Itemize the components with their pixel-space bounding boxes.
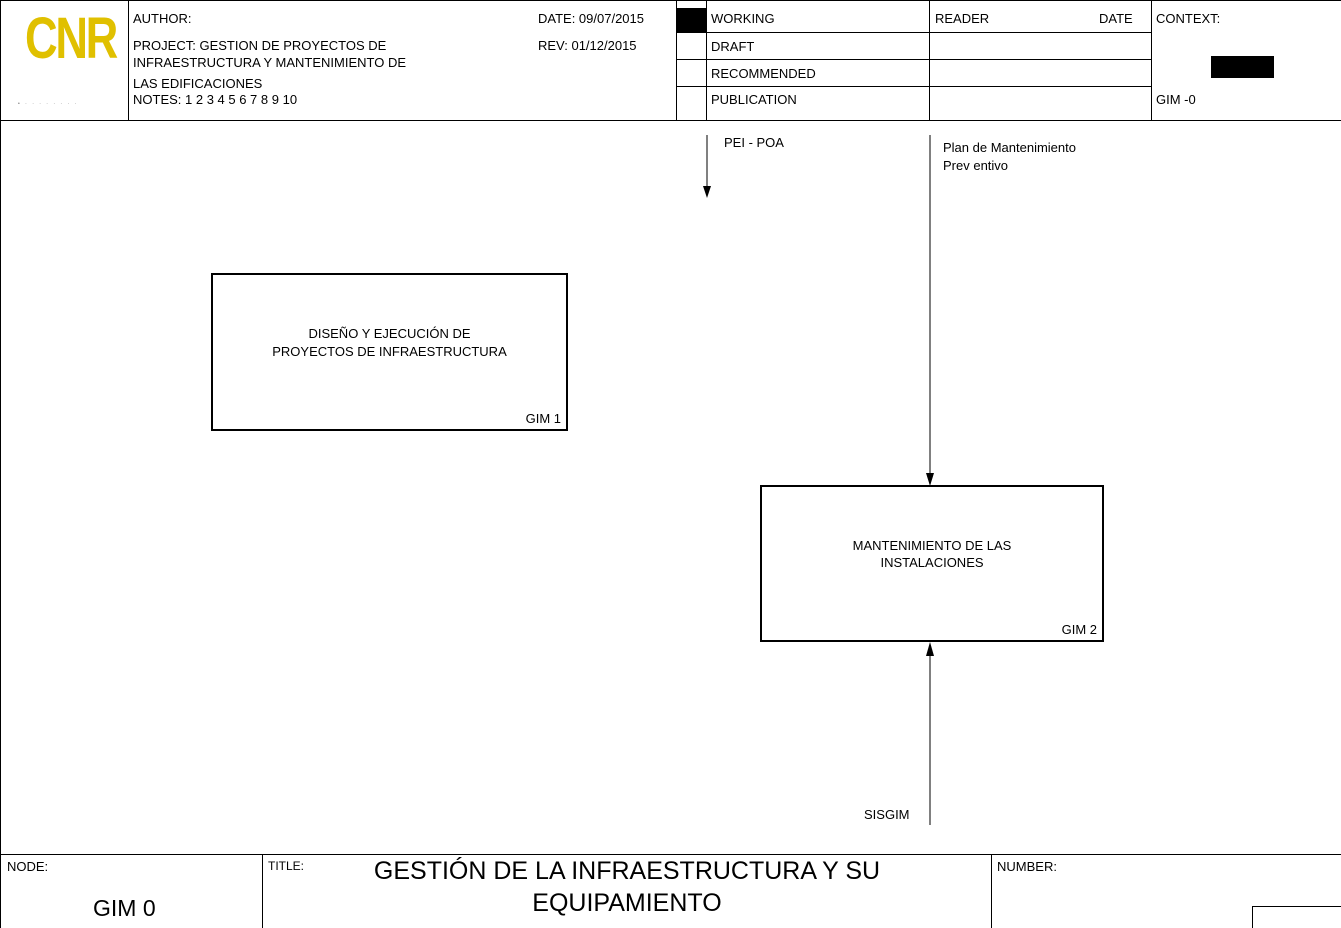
project-line-3: LAS EDIFICACIONES [133, 76, 263, 91]
project-line-1: PROJECT: GESTION DE PROYECTOS DE [133, 38, 387, 53]
context-marker [1211, 56, 1274, 78]
arrow-label-sisgim: SISGIM [864, 807, 910, 822]
box-gim2-label-2: INSTALACIONES [880, 555, 984, 570]
activity-box-gim2[interactable]: MANTENIMIENTO DE LAS INSTALACIONES GIM 2 [760, 485, 1104, 642]
status-recommended: RECOMMENDED [711, 66, 816, 81]
node-value: GIM 0 [93, 895, 156, 921]
context-label: CONTEXT: [1156, 11, 1221, 26]
date-field: DATE: 09/07/2015 [538, 11, 644, 26]
control-arrow-pei-poa-head [703, 186, 711, 198]
title-label: TITLE: [268, 859, 305, 873]
node-label: NODE: [7, 859, 49, 874]
title-line-1: GESTIÓN DE LA INFRAESTRUCTURA Y SU [373, 857, 881, 885]
status-working: WORKING [711, 11, 775, 26]
box-gim1-number: GIM 1 [525, 411, 561, 426]
rev-field: REV: 01/12/2015 [538, 38, 637, 53]
working-marker [677, 8, 706, 32]
context-code: GIM -0 [1156, 92, 1196, 107]
mechanism-arrow-sisgim-head [926, 642, 934, 656]
box-gim1-label-1: DISEÑO Y EJECUCIÓN DE [308, 326, 471, 341]
arrow-label-plan-1: Plan de Mantenimiento [943, 140, 1076, 155]
project-line-2: INFRAESTRUCTURA Y MANTENIMIENTO DE [133, 55, 407, 70]
arrow-label-pei-poa: PEI - POA [724, 135, 784, 150]
control-arrow-plan-head [926, 473, 934, 486]
reader-date-label: DATE [1099, 11, 1133, 26]
notes: NOTES: 1 2 3 4 5 6 7 8 9 10 [133, 92, 298, 107]
box-gim2-number: GIM 2 [1061, 622, 1097, 637]
status-draft: DRAFT [711, 39, 755, 54]
reader-label: READER [935, 11, 990, 26]
box-gim2-label-1: MANTENIMIENTO DE LAS [852, 538, 1012, 553]
arrow-label-plan-2: Prev entivo [943, 158, 1009, 173]
activity-box-gim1[interactable]: DISEÑO Y EJECUCIÓN DE PROYECTOS DE INFRA… [211, 273, 568, 431]
box-gim1-label-2: PROYECTOS DE INFRAESTRUCTURA [272, 344, 507, 359]
number-label: NUMBER: [997, 859, 1057, 874]
cnr-logo: CNR • · · · · · · · · [18, 6, 118, 108]
status-publication: PUBLICATION [711, 92, 797, 107]
author-label: AUTHOR: [133, 11, 192, 26]
title-line-2: EQUIPAMIENTO [532, 889, 722, 917]
